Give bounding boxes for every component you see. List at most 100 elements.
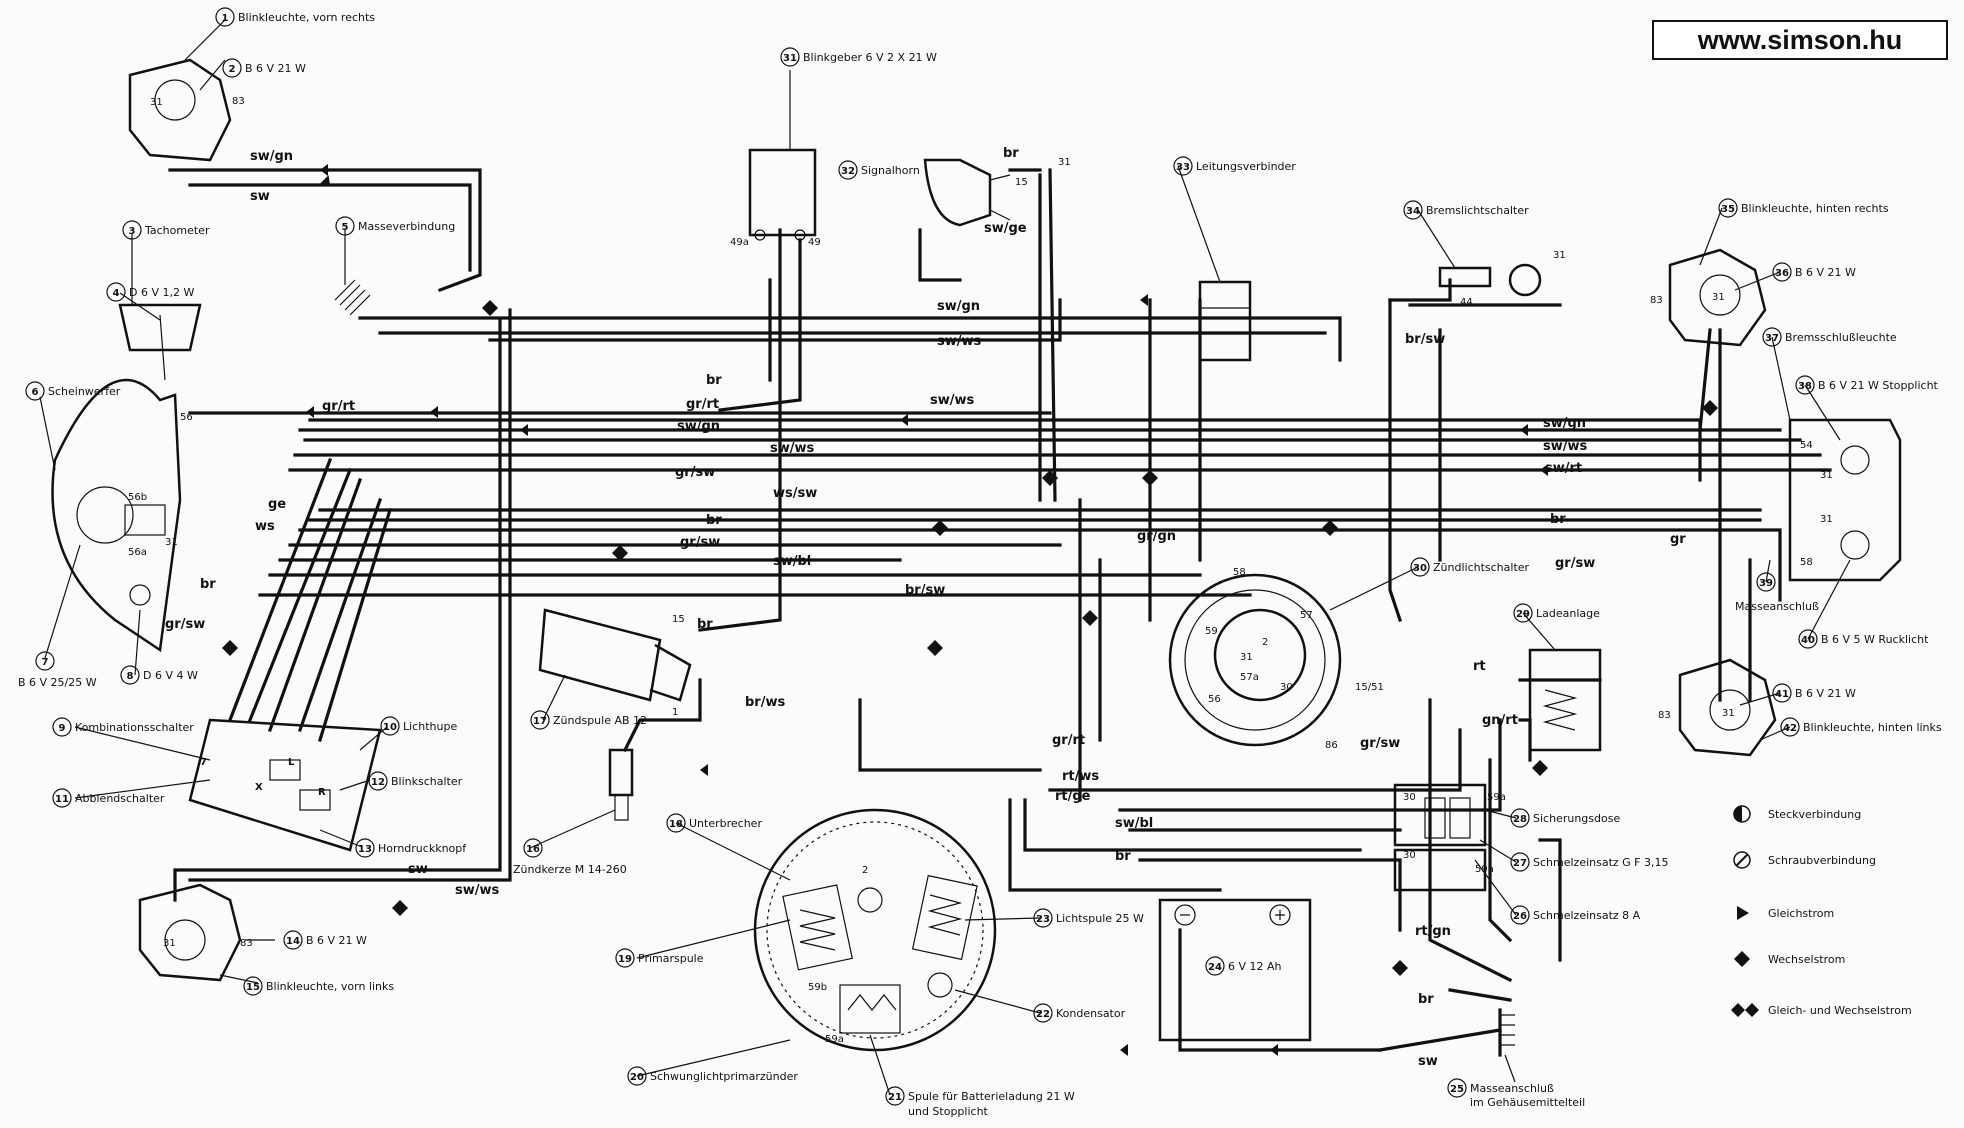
charging-coil-icon xyxy=(839,984,901,1034)
pin-label: 31 xyxy=(1553,250,1566,261)
svg-text:6: 6 xyxy=(32,387,39,398)
svg-text:9: 9 xyxy=(59,723,66,734)
svg-text:1: 1 xyxy=(222,13,229,24)
pin-label: 31 xyxy=(150,97,163,108)
wire-label: sw/gn xyxy=(677,419,720,434)
rear-left-indicator: 83 31 xyxy=(1658,658,1777,757)
spark-plug xyxy=(608,678,702,821)
pin-label: 15 xyxy=(672,614,685,625)
wire-label: sw/ws xyxy=(770,441,815,456)
svg-text:8: 8 xyxy=(127,671,134,682)
wire-label: sw/ws xyxy=(455,883,500,898)
pin-label: 1 xyxy=(672,707,678,718)
svg-text:40: 40 xyxy=(1801,635,1815,646)
svg-text:Sicherungsdose: Sicherungsdose xyxy=(1533,812,1620,825)
pin-label: 83 xyxy=(240,938,253,949)
wire-label: sw/ge xyxy=(984,221,1027,236)
triangle-icon xyxy=(1737,906,1749,920)
pin-label: R xyxy=(318,787,326,798)
fuse-box: 30 59a 30 59a xyxy=(1393,783,1506,892)
svg-text:25: 25 xyxy=(1450,1084,1464,1095)
wire-label: sw/ws xyxy=(937,334,982,349)
charging-unit xyxy=(1528,648,1602,752)
front-left-indicator: 31 83 xyxy=(138,883,253,982)
pin-label: 31 xyxy=(1058,157,1071,168)
wire-label: gr/sw xyxy=(680,535,720,550)
wire-label: br/sw xyxy=(1405,332,1445,347)
svg-text:Blinkleuchte, hinten rechts: Blinkleuchte, hinten rechts xyxy=(1741,202,1889,215)
svg-text:7: 7 xyxy=(42,657,49,668)
pin-label: 2 xyxy=(1262,637,1268,648)
svg-text:15: 15 xyxy=(246,982,260,993)
pin-label: 44 xyxy=(1460,297,1473,308)
wire-label: ws/sw xyxy=(773,486,817,501)
svg-text:Bremsschlußleuchte: Bremsschlußleuchte xyxy=(1785,331,1897,344)
callout-35: 35 Blinkleuchte, hinten rechts xyxy=(1718,198,1889,218)
tail-bulb-icon xyxy=(1840,530,1870,560)
svg-text:D 6 V 4 W: D 6 V 4 W xyxy=(143,669,198,682)
svg-text:17: 17 xyxy=(533,716,547,727)
svg-text:B 6 V 5 W Rucklicht: B 6 V 5 W Rucklicht xyxy=(1821,633,1929,646)
legend: Steckverbindung Schraubverbindung Gleich… xyxy=(1731,805,1912,1017)
legend-label: Wechselstrom xyxy=(1768,953,1845,966)
bulb-icon xyxy=(1699,274,1741,316)
svg-text:14: 14 xyxy=(286,936,300,947)
pin-label: 31 xyxy=(1240,652,1253,663)
svg-text:20: 20 xyxy=(630,1072,644,1083)
ignition-light-switch: 58 59 57 2 31 57a 30 56 15/51 86 xyxy=(1168,567,1384,751)
fuse-icon xyxy=(1449,797,1471,839)
wire-label: gr/rt xyxy=(686,397,719,412)
wire-label: rt/ge xyxy=(1055,789,1091,804)
svg-text:Lichthupe: Lichthupe xyxy=(403,720,457,733)
svg-text:33: 33 xyxy=(1176,162,1190,173)
wire-label: br xyxy=(200,577,216,592)
svg-text:Schmelzeinsatz 8 A: Schmelzeinsatz 8 A xyxy=(1533,909,1641,922)
wire-label: ws xyxy=(255,519,275,534)
wire-label: br xyxy=(1550,512,1566,527)
pin-label: 7 xyxy=(200,757,207,768)
pin-label: 59a xyxy=(825,1034,844,1045)
svg-text:Masseanschluß: Masseanschluß xyxy=(1470,1082,1554,1095)
wire-label: br xyxy=(706,373,722,388)
pin-label: 49 xyxy=(808,237,821,248)
svg-text:Zündspule AB 12: Zündspule AB 12 xyxy=(553,714,647,727)
svg-text:30: 30 xyxy=(1413,563,1427,574)
svg-text:Horndruckknopf: Horndruckknopf xyxy=(378,842,467,855)
pin-label: 58 xyxy=(1233,567,1246,578)
svg-text:12: 12 xyxy=(371,777,385,788)
wire-label: br xyxy=(1418,992,1434,1007)
flywheel-magneto: 2 59b 59a xyxy=(753,808,997,1052)
parking-bulb-icon xyxy=(129,584,151,606)
pin-label: 59b xyxy=(808,982,827,993)
svg-text:im Gehäusemittelteil: im Gehäusemittelteil xyxy=(1470,1096,1585,1109)
signal-horn: 15 31 xyxy=(923,157,1071,227)
wire-label: br/sw xyxy=(905,583,945,598)
pin-label: 30 xyxy=(1280,682,1293,693)
wire-label: gr/gn xyxy=(1137,529,1176,544)
legend-item-dc: Gleichstrom xyxy=(1737,906,1834,920)
wire-label: sw xyxy=(250,189,270,204)
legend-label: Steckverbindung xyxy=(1768,808,1861,821)
bulb-icon xyxy=(164,919,206,961)
svg-text:35: 35 xyxy=(1721,204,1735,215)
svg-text:Primarspule: Primarspule xyxy=(638,952,704,965)
callout-40: 40 B 6 V 5 W Rucklicht xyxy=(1798,629,1929,649)
pin-label: 31 xyxy=(165,537,178,548)
wire-label: sw/gn xyxy=(937,299,980,314)
legend-item-acdc: Gleich- und Wechselstrom xyxy=(1731,1003,1912,1017)
pin-label: 31 xyxy=(1712,292,1725,303)
svg-text:22: 22 xyxy=(1036,1009,1050,1020)
tachometer: 56 xyxy=(118,303,202,423)
pin-label: 15 xyxy=(1015,177,1028,188)
